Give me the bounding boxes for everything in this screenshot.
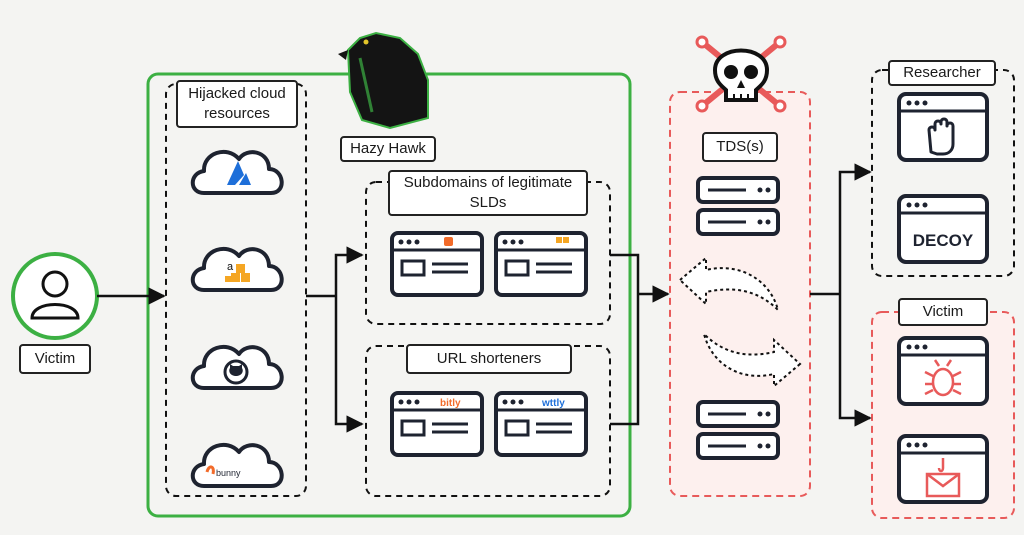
bitly-label: bitly xyxy=(440,398,461,409)
aws-icon: a xyxy=(190,246,284,292)
victim-target-title: Victim xyxy=(898,298,988,326)
svg-text:a: a xyxy=(227,261,234,273)
researcher-blocked-window xyxy=(897,92,989,162)
shortener-bitly-window: bitly xyxy=(390,391,484,457)
hijacked-cloud-title: Hijacked cloud resources xyxy=(176,80,298,128)
arrow-tds-to-targets xyxy=(810,163,872,427)
bunny-cdn-icon: bunny xyxy=(190,442,284,488)
researcher-decoy-window: DECOY xyxy=(897,194,989,264)
victim-avatar-icon xyxy=(11,252,99,340)
bunny-label: bunny xyxy=(216,468,241,478)
victim-label: Victim xyxy=(19,344,91,374)
decoy-label: DECOY xyxy=(913,231,974,250)
azure-icon xyxy=(190,149,284,195)
hazy-hawk-logo xyxy=(338,31,429,130)
skull-crossbones-icon xyxy=(695,35,787,113)
phishing-mail-icon xyxy=(925,458,961,498)
hand-stop-icon xyxy=(927,117,955,156)
hazy-hawk-label: Hazy Hawk xyxy=(340,136,436,162)
subdomain-aws-window xyxy=(494,231,588,297)
arrow-clouds-to-domains xyxy=(306,246,364,433)
tds-title: TDS(s) xyxy=(702,132,778,162)
shortener-wttly-window: wttly xyxy=(494,391,588,457)
subdomain-blogger-window xyxy=(390,231,484,297)
redirect-cycle-icon xyxy=(678,255,802,389)
victim-malware-window xyxy=(897,336,989,406)
researcher-title: Researcher xyxy=(888,60,996,86)
victim-phishing-window xyxy=(897,434,989,504)
github-icon xyxy=(190,344,284,390)
subdomains-title: Subdomains of legitimate SLDs xyxy=(388,170,588,216)
wttly-label: wttly xyxy=(541,398,565,409)
arrow-domains-to-tds xyxy=(610,253,670,426)
url-shorteners-title: URL shorteners xyxy=(406,344,572,374)
bug-icon xyxy=(924,359,962,397)
